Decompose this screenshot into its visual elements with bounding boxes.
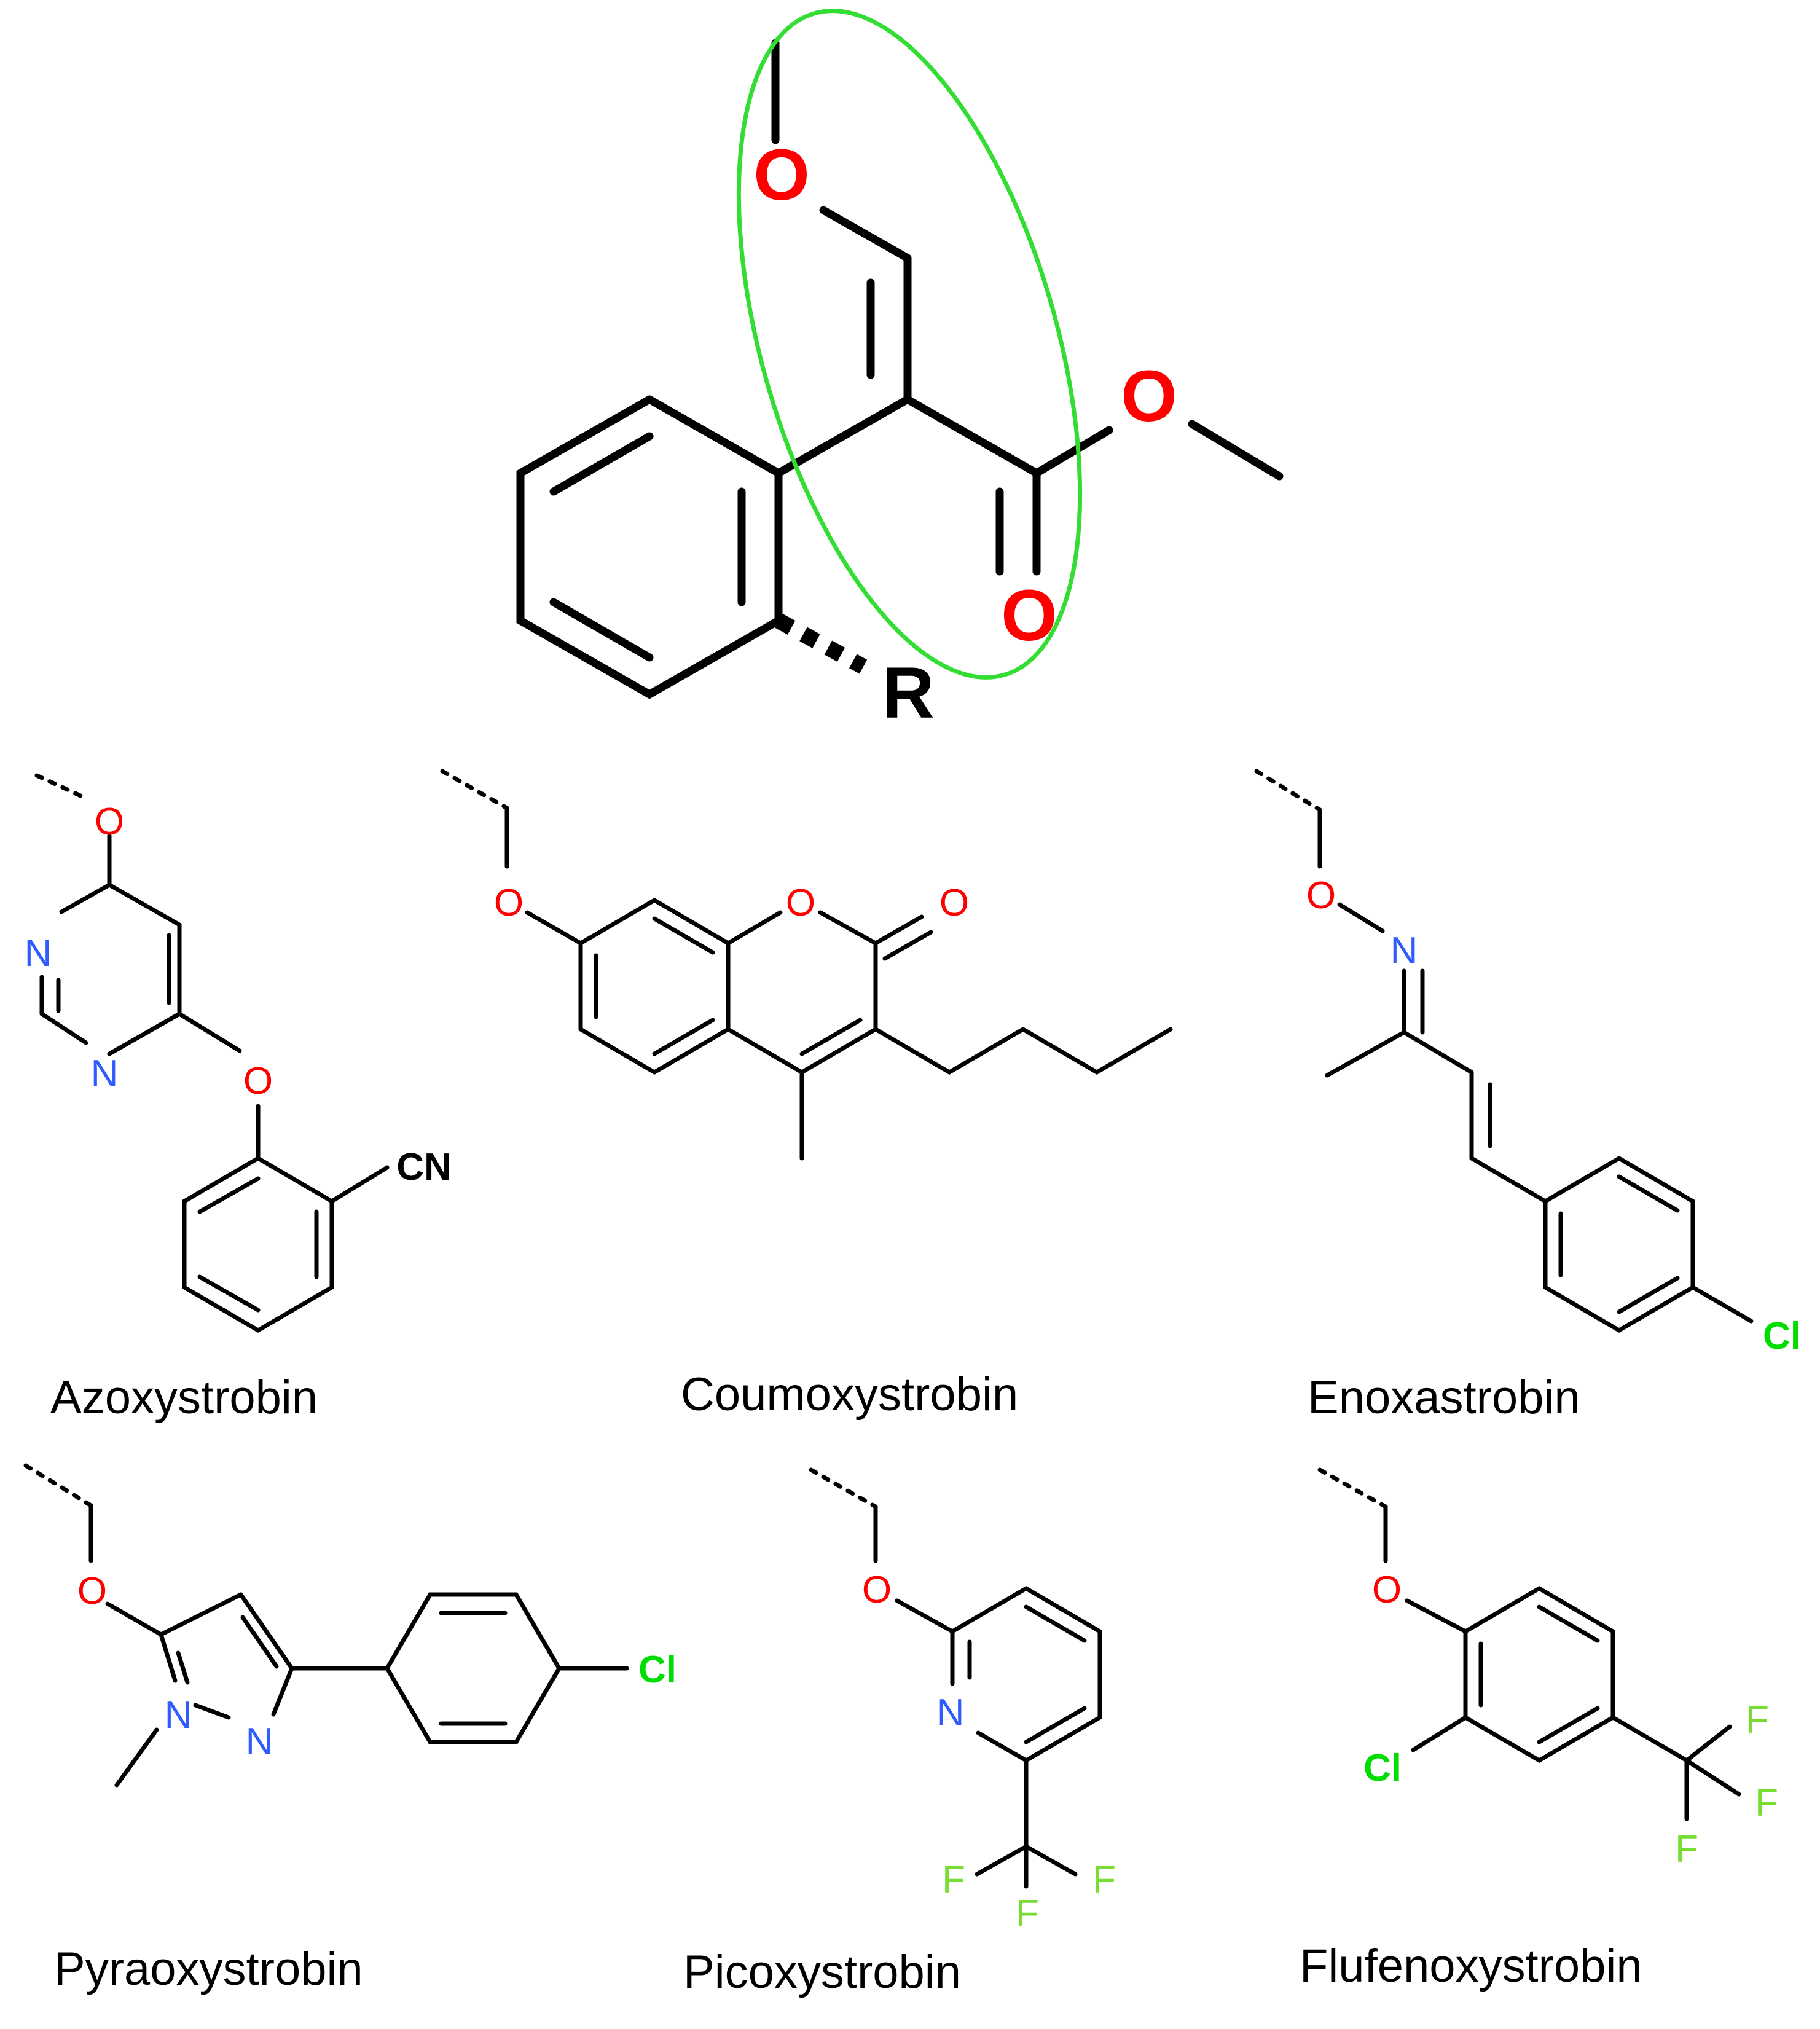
picoxystrobin-fluorine-2: F [1092, 1859, 1116, 1901]
picoxystrobin-fluorine-3: F [1016, 1893, 1039, 1935]
r-group-bond [774, 613, 868, 674]
pyraoxystrobin-oxygen: O [77, 1570, 107, 1612]
enoxastrobin-oxygen: O [1306, 874, 1336, 917]
picoxystrobin-fluorine-1: F [942, 1859, 965, 1901]
pyraoxystrobin-chlorine: Cl [638, 1649, 677, 1691]
pyraoxystrobin-nitrogen-2: N [246, 1721, 273, 1763]
flufenoxystrobin-fluorine-2: F [1755, 1782, 1778, 1824]
coumoxystrobin-oxygen-2: O [786, 882, 815, 924]
enoxastrobin-chlorine: Cl [1763, 1315, 1801, 1357]
picoxystrobin-name: Picoxystrobin [683, 1946, 961, 1998]
highlight-ellipse [736, 9, 1083, 680]
picoxystrobin-nitrogen: N [937, 1692, 965, 1734]
picoxystrobin-structure: O N F F F Picoxystrobin [683, 1467, 1116, 1998]
core-bonds [516, 39, 1284, 699]
coumoxystrobin-oxygen-3: O [939, 882, 969, 924]
core-r-group: R [882, 653, 934, 734]
azoxystrobin-name: Azoxystrobin [50, 1372, 318, 1424]
core-structure: O O O R [516, 9, 1284, 734]
flufenoxystrobin-fluorine-3: F [1675, 1828, 1698, 1870]
coumoxystrobin-name: Coumoxystrobin [681, 1368, 1018, 1421]
flufenoxystrobin-chlorine: Cl [1363, 1747, 1402, 1789]
azoxystrobin-structure: O N N O CN Azoxystrobin [25, 773, 452, 1424]
coumoxystrobin-oxygen-1: O [494, 882, 524, 924]
picoxystrobin-oxygen: O [862, 1569, 892, 1611]
flufenoxystrobin-fluorine-1: F [1746, 1699, 1769, 1741]
enoxastrobin-nitrogen: N [1390, 930, 1418, 972]
flufenoxystrobin-structure: O Cl F F F Flufenoxystrobin [1300, 1467, 1778, 1992]
azoxystrobin-nitrogen-1: N [25, 932, 52, 975]
pyraoxystrobin-name: Pyraoxystrobin [54, 1943, 363, 1995]
azoxystrobin-nitrogen-2: N [91, 1053, 119, 1095]
enoxastrobin-name: Enoxastrobin [1308, 1372, 1580, 1424]
flufenoxystrobin-oxygen: O [1372, 1569, 1402, 1611]
flufenoxystrobin-name: Flufenoxystrobin [1300, 1940, 1642, 1992]
pyraoxystrobin-nitrogen-1: N [165, 1694, 192, 1737]
core-carbonyl-oxygen: O [1001, 575, 1057, 656]
enoxastrobin-structure: O N Cl Enoxastrobin [1254, 769, 1801, 1424]
core-ester-oxygen: O [1121, 356, 1177, 437]
coumoxystrobin-structure: O O O Coumoxystrobin [440, 769, 1173, 1421]
azoxystrobin-cyano: CN [396, 1146, 452, 1188]
core-methoxy-oxygen: O [753, 135, 810, 216]
azoxystrobin-oxygen-1: O [95, 801, 124, 843]
azoxystrobin-oxygen-2: O [243, 1060, 273, 1102]
pyraoxystrobin-structure: O N N Cl Pyraoxystrobin [23, 1463, 677, 1995]
